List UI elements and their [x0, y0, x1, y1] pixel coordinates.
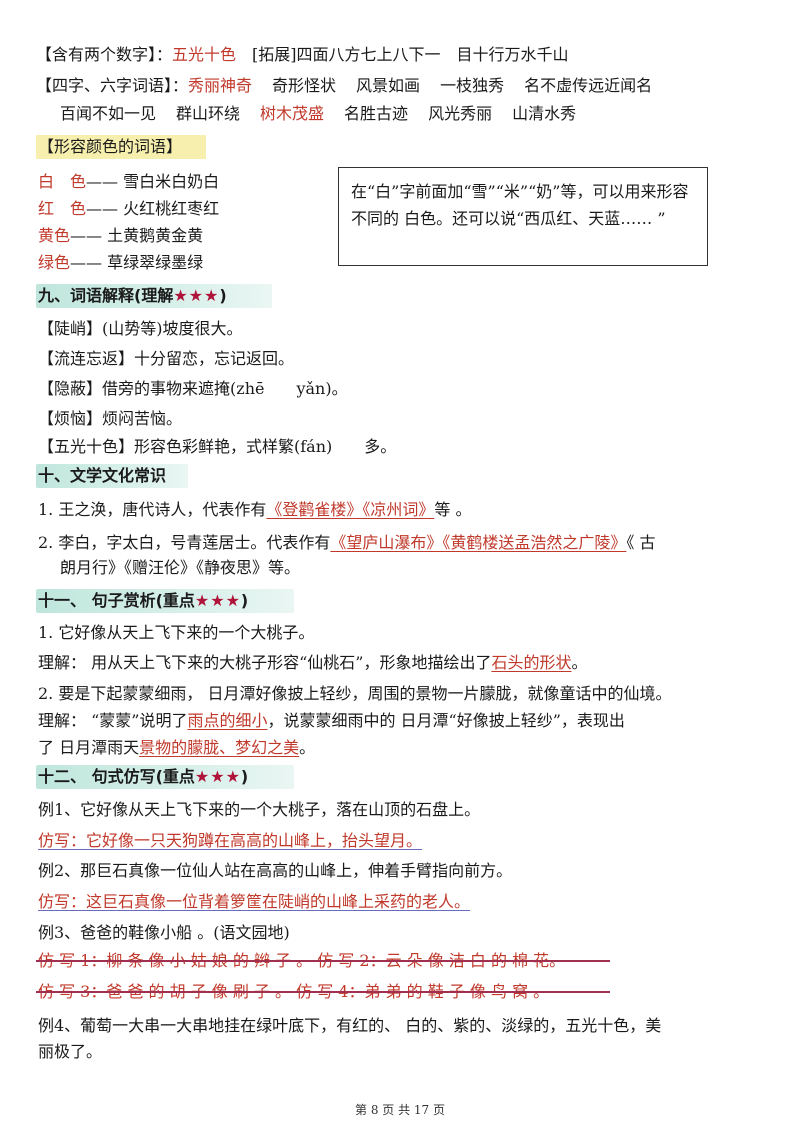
digits-label: 【含有两个数字】： — [36, 45, 173, 64]
definition-item: 【陡峭】(山势等)坡度很大。 — [38, 318, 243, 340]
works-list: 《登鹳雀楼》《凉州词》 — [266, 500, 435, 519]
four-six-word: 秀丽神奇 — [188, 76, 253, 95]
color-row: 白 色—— 雪白米白奶白 — [38, 171, 219, 193]
analysis-keyword: 石头的形状 — [491, 653, 572, 672]
four-six-line-2: 百闻不如一见群山环绕树木茂盛名胜古迹风光秀丽山清水秀 — [60, 103, 576, 125]
analysis-2-cont: 了 日月潭雨天景物的朦胧、梦幻之美。 — [38, 738, 316, 757]
literature-item-1: 1. 王之涣，唐代诗人，代表作有《登鹳雀楼》《凉州词》等 。 — [38, 500, 472, 519]
definition-term: 【烦恼】 — [38, 409, 103, 428]
example-4-cont: 丽极了。 — [38, 1042, 103, 1061]
four-six-line: 【四字、六字词语】：秀丽神奇奇形怪状风景如画一枝独秀名不虚传远近闻名 — [36, 75, 652, 97]
four-six-word: 树木茂盛 — [260, 104, 325, 123]
imitation-2: 仿写：这巨石真像一位背着箩筐在陡峭的山峰上采药的老人。 — [38, 892, 471, 911]
color-key: 黄色 — [38, 226, 71, 245]
sentence-2: 2. 要是下起蒙蒙细雨， 日月潭好像披上轻纱，周围的景物一片朦胧，就像童话中的仙… — [38, 684, 672, 703]
color-dash: —— — [70, 253, 103, 272]
strikethrough-line — [36, 960, 610, 962]
four-six-word: 风光秀丽 — [428, 104, 493, 123]
definition-item: 【五光十色】形容色彩鲜艳，式样繁(fán) 多。 — [38, 436, 396, 458]
example-4: 例4、葡萄一大串一大串地挂在绿叶底下，有红的、 白的、紫的、淡绿的，五光十色，美 — [38, 1016, 662, 1035]
definition-term: 【陡峭】 — [38, 319, 103, 338]
color-row: 红 色—— 火红桃红枣红 — [38, 198, 219, 220]
four-six-word: 名不虚传远近闻名 — [524, 76, 653, 95]
color-dash: —— — [86, 199, 119, 218]
color-value: 雪白米白奶白 — [123, 172, 220, 191]
digits-line: 【含有两个数字】：五光十色 [拓展]四面八方七上八下一 目十行万水千山 — [36, 44, 569, 66]
definition-text: 借旁的事物来遮掩(zhē yǎn)。 — [102, 379, 348, 398]
color-value: 火红桃红枣红 — [123, 199, 220, 218]
color-value: 草绿翠绿墨绿 — [107, 253, 204, 272]
digits-word: 五光十色 — [172, 45, 237, 64]
color-row: 黄色—— 土黄鹅黄金黄 — [38, 225, 203, 247]
section-10-header: 十、文学文化常识 — [38, 466, 167, 485]
definition-text: 十分留恋，忘记返回。 — [134, 349, 295, 368]
example-2: 例2、那巨石真像一位仙人站在高高的山峰上，伸着手臂指向前方。 — [38, 861, 513, 880]
star-rating: ★★★ — [173, 286, 220, 305]
analysis-keyword: 景物的朦胧、梦幻之美 — [139, 738, 300, 757]
sentence-1: 1. 它好像从天上飞下来的一个大桃子。 — [38, 623, 315, 642]
section-10-header-bg — [36, 464, 188, 488]
section-12-header-bg — [36, 765, 294, 789]
color-key: 白 色 — [38, 172, 87, 191]
four-six-word: 百闻不如一见 — [60, 104, 157, 123]
four-six-word: 风景如画 — [356, 76, 421, 95]
four-six-word: 一枝独秀 — [440, 76, 505, 95]
definition-term: 【隐蔽】 — [38, 379, 103, 398]
star-rating: ★★★ — [194, 767, 241, 786]
literature-item-2-cont: 朗月行》《赠汪伦》《静夜思》等。 — [60, 558, 301, 577]
four-six-word: 名胜古迹 — [344, 104, 409, 123]
definition-item: 【隐蔽】借旁的事物来遮掩(zhē yǎn)。 — [38, 378, 348, 400]
definition-text: 烦闷苦恼。 — [102, 409, 183, 428]
color-words-heading: 【形容颜色的词语】 — [38, 137, 183, 156]
section-12-header: 十二、 句式仿写(重点★★★) — [38, 767, 249, 786]
section-9-header: 九、词语解释(理解★★★) — [38, 286, 227, 305]
color-value: 土黄鹅黄金黄 — [107, 226, 204, 245]
literature-item-2: 2. 李白，字太白，号青莲居士。代表作有《望庐山瀑布》《黄鹤楼送孟浩然之广陵》《… — [38, 533, 656, 552]
section-9-header-bg — [36, 284, 272, 308]
definition-item: 【烦恼】烦闷苦恼。 — [38, 408, 182, 430]
star-rating: ★★★ — [194, 591, 241, 610]
definition-text: 形容色彩鲜艳，式样繁(fán) 多。 — [134, 437, 397, 456]
color-row: 绿色—— 草绿翠绿墨绿 — [38, 252, 203, 274]
color-note-box: 在“白”字前面加“雪”“米”“奶”等，可以用来形容不同的 白色。还可以说“西瓜红… — [338, 167, 708, 266]
color-dash: —— — [70, 226, 103, 245]
analysis-2: 理解： “蒙蒙”说明了雨点的细小，说蒙蒙细雨中的 日月潭“好像披上轻纱”，表现出 — [38, 711, 625, 730]
imitation-1: 仿写：它好像一只天狗蹲在高高的山峰上，抬头望月。 — [38, 831, 423, 850]
digits-ext-label: [拓展] — [252, 45, 297, 64]
digits-ext: 四面八方七上八下一 目十行万水千山 — [296, 45, 569, 64]
four-six-label: 【四字、六字词语】： — [36, 76, 189, 95]
section-11-header-bg — [36, 589, 294, 613]
definition-text: (山势等)坡度很大。 — [102, 319, 243, 338]
definition-item: 【流连忘返】十分留恋，忘记返回。 — [38, 348, 294, 370]
analysis-1: 理解： 用从天上飞下来的大桃子形容“仙桃石”，形象地描绘出了石头的形状。 — [38, 653, 588, 672]
section-11-header: 十一、 句子赏析(重点★★★) — [38, 591, 249, 610]
four-six-word: 山清水秀 — [512, 104, 577, 123]
strikethrough-line — [36, 991, 610, 993]
page-footer: 第 8 页 共 17 页 — [355, 1103, 445, 1117]
four-six-word: 群山环绕 — [176, 104, 241, 123]
four-six-word: 奇形怪状 — [272, 76, 337, 95]
definition-term: 【流连忘返】 — [38, 349, 135, 368]
analysis-keyword: 雨点的细小 — [187, 711, 268, 730]
color-key: 绿色 — [38, 253, 71, 272]
color-key: 红 色 — [38, 199, 87, 218]
color-words-heading-bg — [36, 135, 206, 159]
works-list: 《望庐山瀑布》《黄鹤楼送孟浩然之广陵》 — [330, 533, 627, 552]
example-3: 例3、爸爸的鞋像小船 。(语文园地) — [38, 923, 290, 942]
example-1: 例1、它好像从天上飞下来的一个大桃子，落在山顶的石盘上。 — [38, 800, 481, 819]
definition-term: 【五光十色】 — [38, 437, 135, 456]
color-dash: —— — [86, 172, 119, 191]
